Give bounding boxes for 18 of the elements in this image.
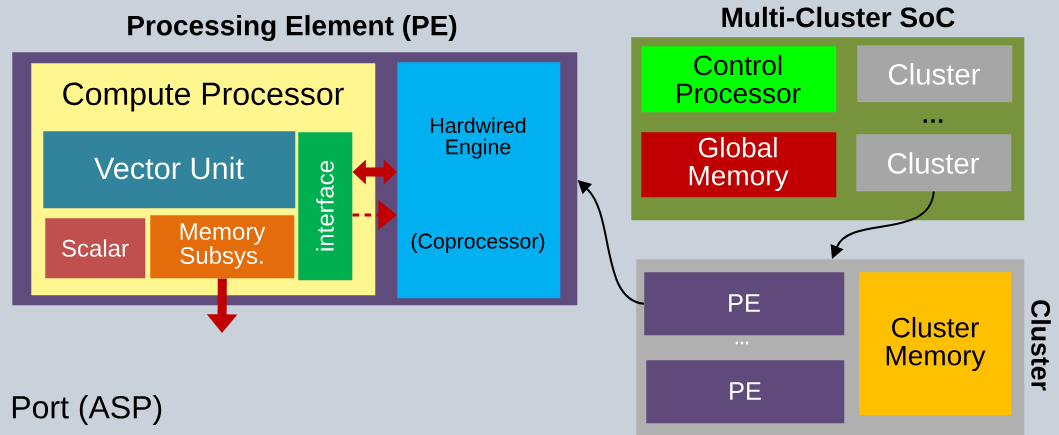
control-processor-box: Control Processor [641,46,837,113]
memory-subsystem-box: Memory Subsys. [150,215,295,279]
pe-box: PE [644,272,845,336]
node-label: Multi-Cluster SoC [722,6,955,28]
cluster-memory-box: Cluster Memory [859,272,1012,416]
global-memory-box: Global Memory [641,132,837,198]
interface-box: interface [298,132,353,281]
node-label: Cluster [1031,300,1051,391]
cluster-box: Cluster [856,134,1012,192]
scalar-box: Scalar [45,218,146,279]
ellipsis: … [735,341,749,345]
port-label: Port (ASP) [12,395,162,425]
pe-box: PE [646,360,845,424]
ellipsis: … [923,119,943,123]
cluster-box: Cluster [857,45,1013,103]
hardwired-engine-box: Hardwired Engine (Coprocessor) [397,62,561,299]
node-label: Processing Element (PE) [128,14,457,42]
vector-unit-box: Vector Unit [43,131,296,209]
